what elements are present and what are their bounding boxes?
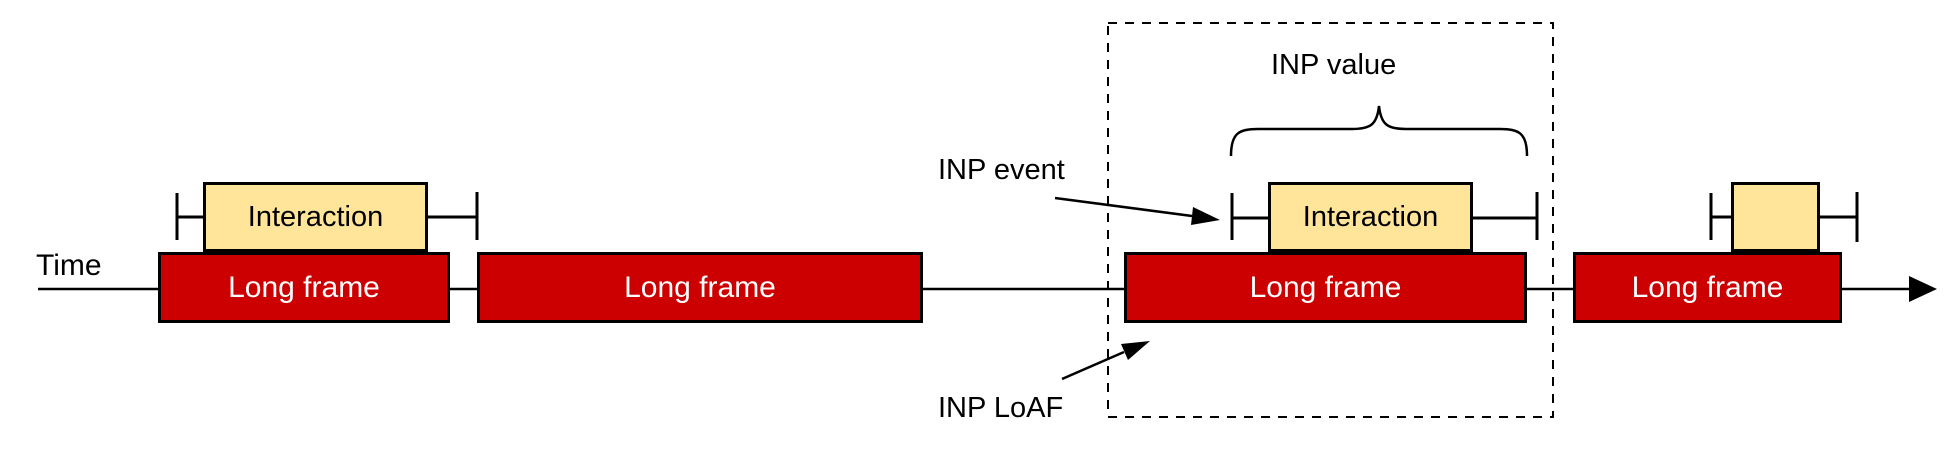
interaction3-start-tick (1709, 193, 1731, 240)
interaction2-start-tick (1230, 193, 1268, 240)
inp-event-arrow (1054, 196, 1193, 218)
time-axis-label: Time (36, 249, 102, 282)
interaction3-end-tick (1820, 192, 1859, 242)
inp-loaf-arrow (1061, 350, 1125, 381)
long-frame-4: Long frame (1573, 252, 1842, 323)
inp-event-arrowhead-icon (1191, 207, 1220, 225)
long-frame-2: Long frame (477, 252, 923, 323)
interaction1-end-tick (428, 192, 479, 240)
interaction1-start-tick (175, 193, 203, 240)
interaction-3 (1731, 182, 1820, 252)
interaction-2-inp-event: Interaction (1268, 182, 1473, 252)
long-frame-1: Long frame (158, 252, 450, 323)
inp-region-dashed-box (1107, 22, 1554, 418)
long-frame-3-inp-loaf: Long frame (1124, 252, 1527, 323)
timeline-arrowhead-icon (1909, 276, 1937, 302)
inp-event-label: INP event (938, 154, 1065, 186)
inp-loaf-label: INP LoAF (938, 392, 1064, 424)
inp-loaf-arrowhead-icon (1121, 341, 1150, 360)
interaction-1: Interaction (203, 182, 428, 252)
interaction2-end-tick (1473, 192, 1539, 240)
inp-value-label: INP value (1271, 49, 1397, 81)
inp-value-brace (1229, 105, 1529, 157)
